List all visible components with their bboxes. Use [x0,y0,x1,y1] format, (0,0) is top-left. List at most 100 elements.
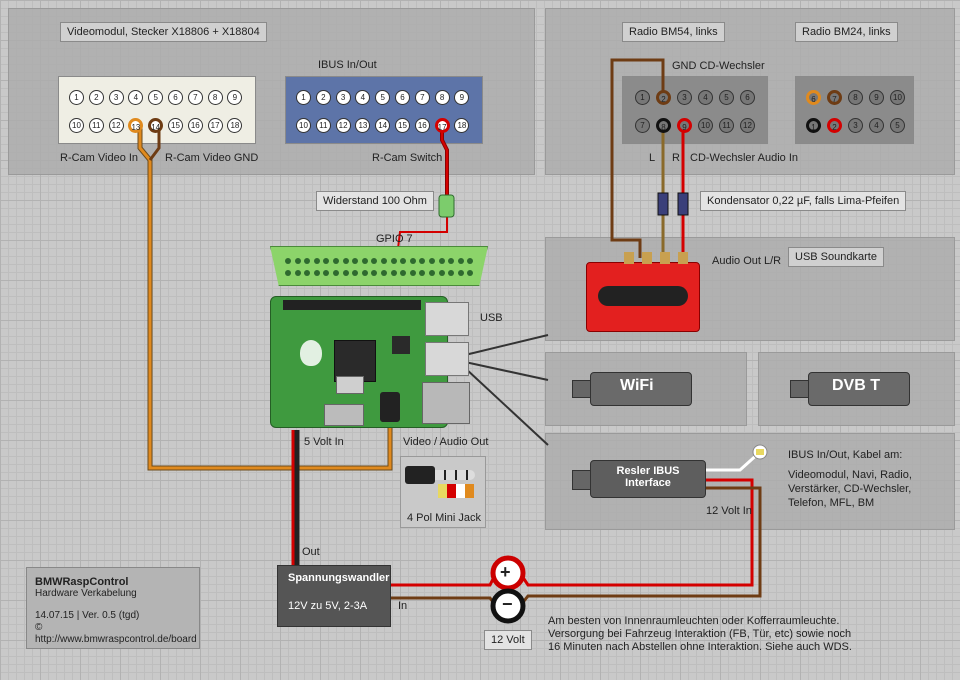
usb-soundkarte-title: USB Soundkarte [788,247,884,267]
gpio-hole [313,258,320,264]
video-pin: 2 [88,90,104,105]
gpio-hole [361,258,368,264]
usb-line-3 [464,367,549,446]
footnote-line: 16 Minuten nach Abstellen ohne Interakti… [548,641,852,653]
plus-terminal [490,555,526,591]
plus-label: + [500,562,511,582]
video-pin: 12 [108,118,124,133]
gpio-hole [313,270,320,276]
ibus-note: IBUS In/Out, Kabel am: Videomodul, Navi,… [788,448,912,510]
gpio-hole [400,258,407,264]
pi-gpio-header [283,300,421,310]
bm24-pin: 6 [806,90,821,105]
ibus-pin: 10 [296,118,311,133]
video-pin: 17 [207,118,223,133]
pi-chip-2 [392,336,410,354]
converter-title: Spannungswandler [288,572,390,584]
ibus-cable [705,450,762,472]
ibus-pin: 7 [414,90,430,105]
ibus-pin: 17 [434,118,450,133]
twelve-volt-label: 12 Volt [484,630,532,650]
bm24-pin: 4 [869,118,884,133]
gnd-cd-wire [610,58,665,258]
gpio-hole [419,270,426,276]
gpio-hole [371,258,378,264]
ibus-pin: 9 [454,90,470,105]
gpio-hole [390,258,397,264]
video-pin: 18 [227,118,243,133]
gpio-hole [352,258,359,264]
video-pin: 8 [207,90,223,105]
ibus-pin: 18 [454,118,470,133]
ibus-pin: 15 [395,118,410,133]
bm54-pin: 7 [635,118,650,133]
footnote-line: Versorgung bei Fahrzeug Interaktion (FB,… [548,628,852,640]
twelve-volt-in-label: 12 Volt In [706,505,752,517]
ibus-pin: 6 [395,90,410,105]
ethernet-port [422,382,470,424]
gpio-hole [429,258,435,264]
gpio-hole [390,270,397,276]
gpio-hole [323,270,330,276]
l-label: L [649,152,656,164]
gpio-hole [438,258,445,264]
resler-line1: Resler IBUS [616,465,680,477]
wifi-label: WiFi [620,377,654,394]
gpio-hole [381,258,387,264]
mini-jack-wires [438,484,474,498]
gpio-hole [467,270,474,276]
soundcard-badge [598,286,688,306]
audio-jack-port [380,392,400,422]
ibus-title: IBUS In/Out [318,59,377,71]
capacitor-left [657,192,669,216]
gnd-cd-label: GND CD-Wechsler [672,60,765,72]
gpio-hole [294,270,301,276]
ibus-pin: 11 [315,118,331,133]
info-subtitle: Hardware Verkabelung [35,588,137,599]
video-audio-out-label: Video / Audio Out [403,436,489,448]
gpio-hole [371,270,378,276]
minus-label: − [502,594,513,614]
rcam-video-gnd-label: R-Cam Video GND [165,152,259,164]
hdmi-port [336,376,364,394]
ibus-pin: 16 [414,118,430,133]
bm54-pin: 12 [740,118,755,133]
gpio-hole [457,270,464,276]
video-pin: 9 [227,90,243,105]
video-pin: 10 [69,118,84,133]
bm54-pin: 8 [656,118,671,133]
gpio-hole [409,270,416,276]
in-label: In [398,600,408,612]
soundcard-jacks [624,252,696,264]
video-pin: 11 [88,118,104,133]
gpio-hole [294,258,301,264]
bm54-pin: 6 [740,90,755,105]
wifi-stick [590,372,692,406]
gpio-hole [352,270,359,276]
video-pin: 16 [187,118,203,133]
usb-line-1 [464,334,549,356]
info-title: BMWRaspControl [35,576,129,588]
video-pin: 7 [187,90,203,105]
capacitor-right [677,192,689,216]
ibus-pin: 8 [434,90,450,105]
gpio-hole [333,258,339,264]
bm24-pin: 8 [848,90,863,105]
gpio-hole [342,258,349,264]
gpio7-label: GPIO 7 [376,233,413,245]
resistor [438,194,455,218]
ibus-note-line: Verstärker, CD-Wechsler, [788,483,912,495]
gpio-hole [342,270,349,276]
resler-interface: Resler IBUS Interface [590,460,706,498]
usb-line-2 [464,361,549,381]
resler-line2: Interface [625,477,671,489]
kondensator-label: Kondensator 0,22 µF, falls Lima-Pfeifen [700,191,907,211]
bm24-pin: 7 [827,90,842,105]
bm54-pin: 11 [719,118,734,133]
bm54-pin: 9 [677,118,692,133]
raspberry-logo [300,340,322,366]
video-pin: 3 [108,90,124,105]
gpio-breakout [270,246,488,286]
gpio-hole [304,258,311,264]
